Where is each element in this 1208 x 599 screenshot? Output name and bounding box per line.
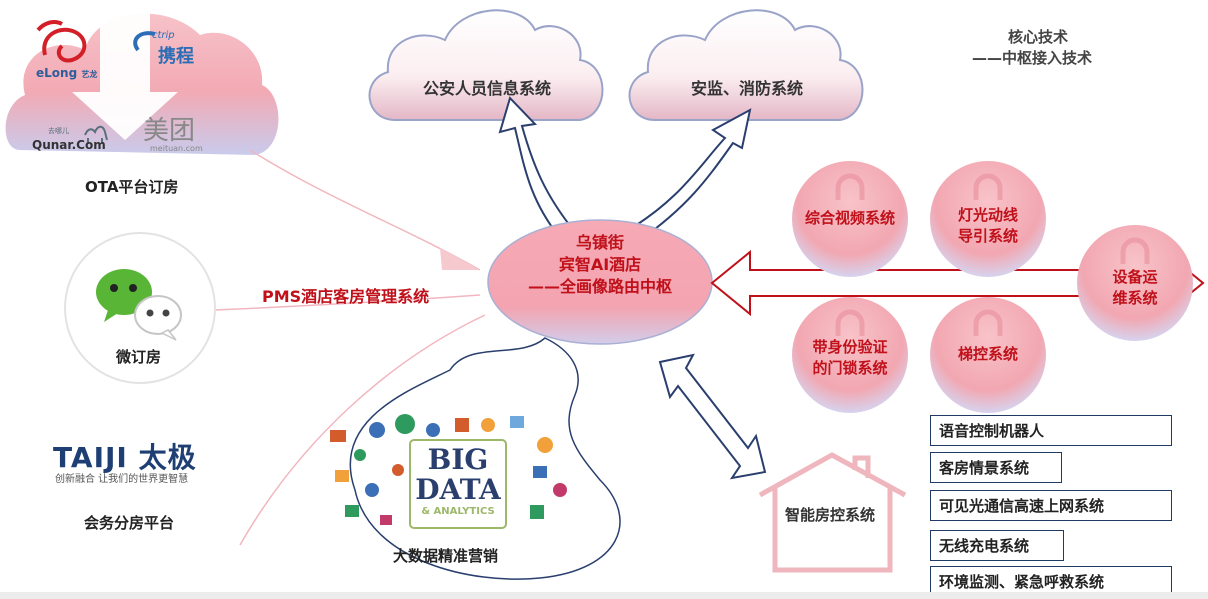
ctrip-logo-text: 携程: [158, 46, 194, 67]
elong-logo-icon: [36, 20, 87, 63]
cloud-shape-public-security: [368, 9, 604, 121]
taiji-logo: TAIJI 太极: [53, 441, 197, 474]
box-room-scene: 客房情景系统: [930, 452, 1062, 483]
qunar-camel-icon: [84, 125, 108, 144]
hub-label-line2: 宾智AI酒店: [558, 255, 642, 274]
bigdata-logo-line3: & ANALYTICS: [421, 506, 495, 517]
curve-wechat-to-hub: [214, 294, 481, 311]
bigdata-logo: BIG DATA & ANALYTICS: [410, 445, 506, 519]
box-environment-monitor: 环境监测、紧急呼救系统: [930, 566, 1172, 597]
circle-equipment-maintenance: [1077, 225, 1193, 341]
circle-door-lock: [792, 297, 908, 413]
circle-lighting-guide-label: 灯光动线导引系统: [957, 206, 1018, 245]
arrow-hub-to-safety-fire: [622, 108, 752, 242]
bigdata-logo-line1: BIG: [427, 443, 489, 476]
bigdata-outline: [349, 337, 621, 580]
qunar-logo-text: Qunar.Com: [32, 138, 106, 152]
lock-icon: [835, 309, 865, 336]
lock-icon: [1120, 237, 1150, 264]
box-wireless-charging: 无线充电系统: [930, 530, 1064, 561]
ota-label: OTA平台订房: [85, 178, 179, 196]
lock-icon: [835, 173, 865, 200]
elong-logo-text: eLong 艺龙: [36, 66, 98, 80]
qunar-logo-sub: 去哪儿: [48, 127, 69, 135]
meituan-logo-text: 美团: [143, 116, 196, 146]
header-title-line2: ——中枢接入技术: [972, 49, 1093, 67]
smart-room-label: 智能房控系统: [785, 506, 876, 524]
curve-taiji-to-hub: [239, 314, 486, 546]
circle-elevator-control: [930, 297, 1046, 413]
bigdata-label: 大数据精准营销: [393, 547, 499, 565]
pms-label: PMS酒店客房管理系统: [262, 287, 430, 306]
double-arrow-hub-to-devices: [710, 249, 1205, 317]
wechat-icon: [96, 269, 182, 341]
lock-icon: [973, 309, 1003, 336]
circle-equipment-maintenance-label: 设备运维系统: [1112, 268, 1158, 307]
circle-integrated-video-label: 综合视频系统: [804, 209, 895, 227]
house-icon: [758, 452, 907, 573]
circle-lighting-guide: [930, 161, 1046, 277]
arrow-hub-to-public-security: [498, 96, 577, 240]
lock-icon: [973, 173, 1003, 200]
bigdata-icon-cluster: [330, 414, 567, 529]
cloud-safety-fire-label: 安监、消防系统: [690, 79, 803, 98]
double-arrow-hub-to-smart-room: [658, 353, 767, 480]
box-voice-robot: 语音控制机器人: [930, 415, 1172, 446]
box-visible-light-comm: 可见光通信高速上网系统: [930, 490, 1172, 521]
hub-label-line1: 乌镇街: [575, 233, 624, 252]
ctrip-logo-top: ctrip: [152, 30, 175, 41]
ota-down-arrow: [72, 10, 178, 140]
bigdata-logo-line2: DATA: [415, 473, 501, 506]
header-title-line1: 核心技术: [1008, 28, 1069, 46]
taiji-label: 会务分房平台: [84, 514, 175, 532]
bottom-strip: [0, 592, 1208, 599]
hub-label: 乌镇街 宾智AI酒店 ——全画像路由中枢: [488, 232, 712, 298]
wechat-label: 微订房: [116, 348, 162, 366]
ctrip-logo-icon: [133, 31, 156, 52]
circle-integrated-video: [792, 161, 908, 277]
cloud-public-security-label: 公安人员信息系统: [422, 79, 551, 98]
cloud-shape-safety-fire: [628, 9, 864, 121]
hub-label-line3: ——全画像路由中枢: [527, 277, 672, 296]
curve-ota-arrowhead: [440, 248, 480, 270]
circle-door-lock-label: 带身份验证的门锁系统: [812, 338, 888, 377]
meituan-logo-sub: meituan.com: [150, 144, 203, 153]
circle-elevator-control-label: 梯控系统: [957, 345, 1018, 363]
taiji-slogan: 创新融合 让我们的世界更智慧: [55, 474, 189, 485]
